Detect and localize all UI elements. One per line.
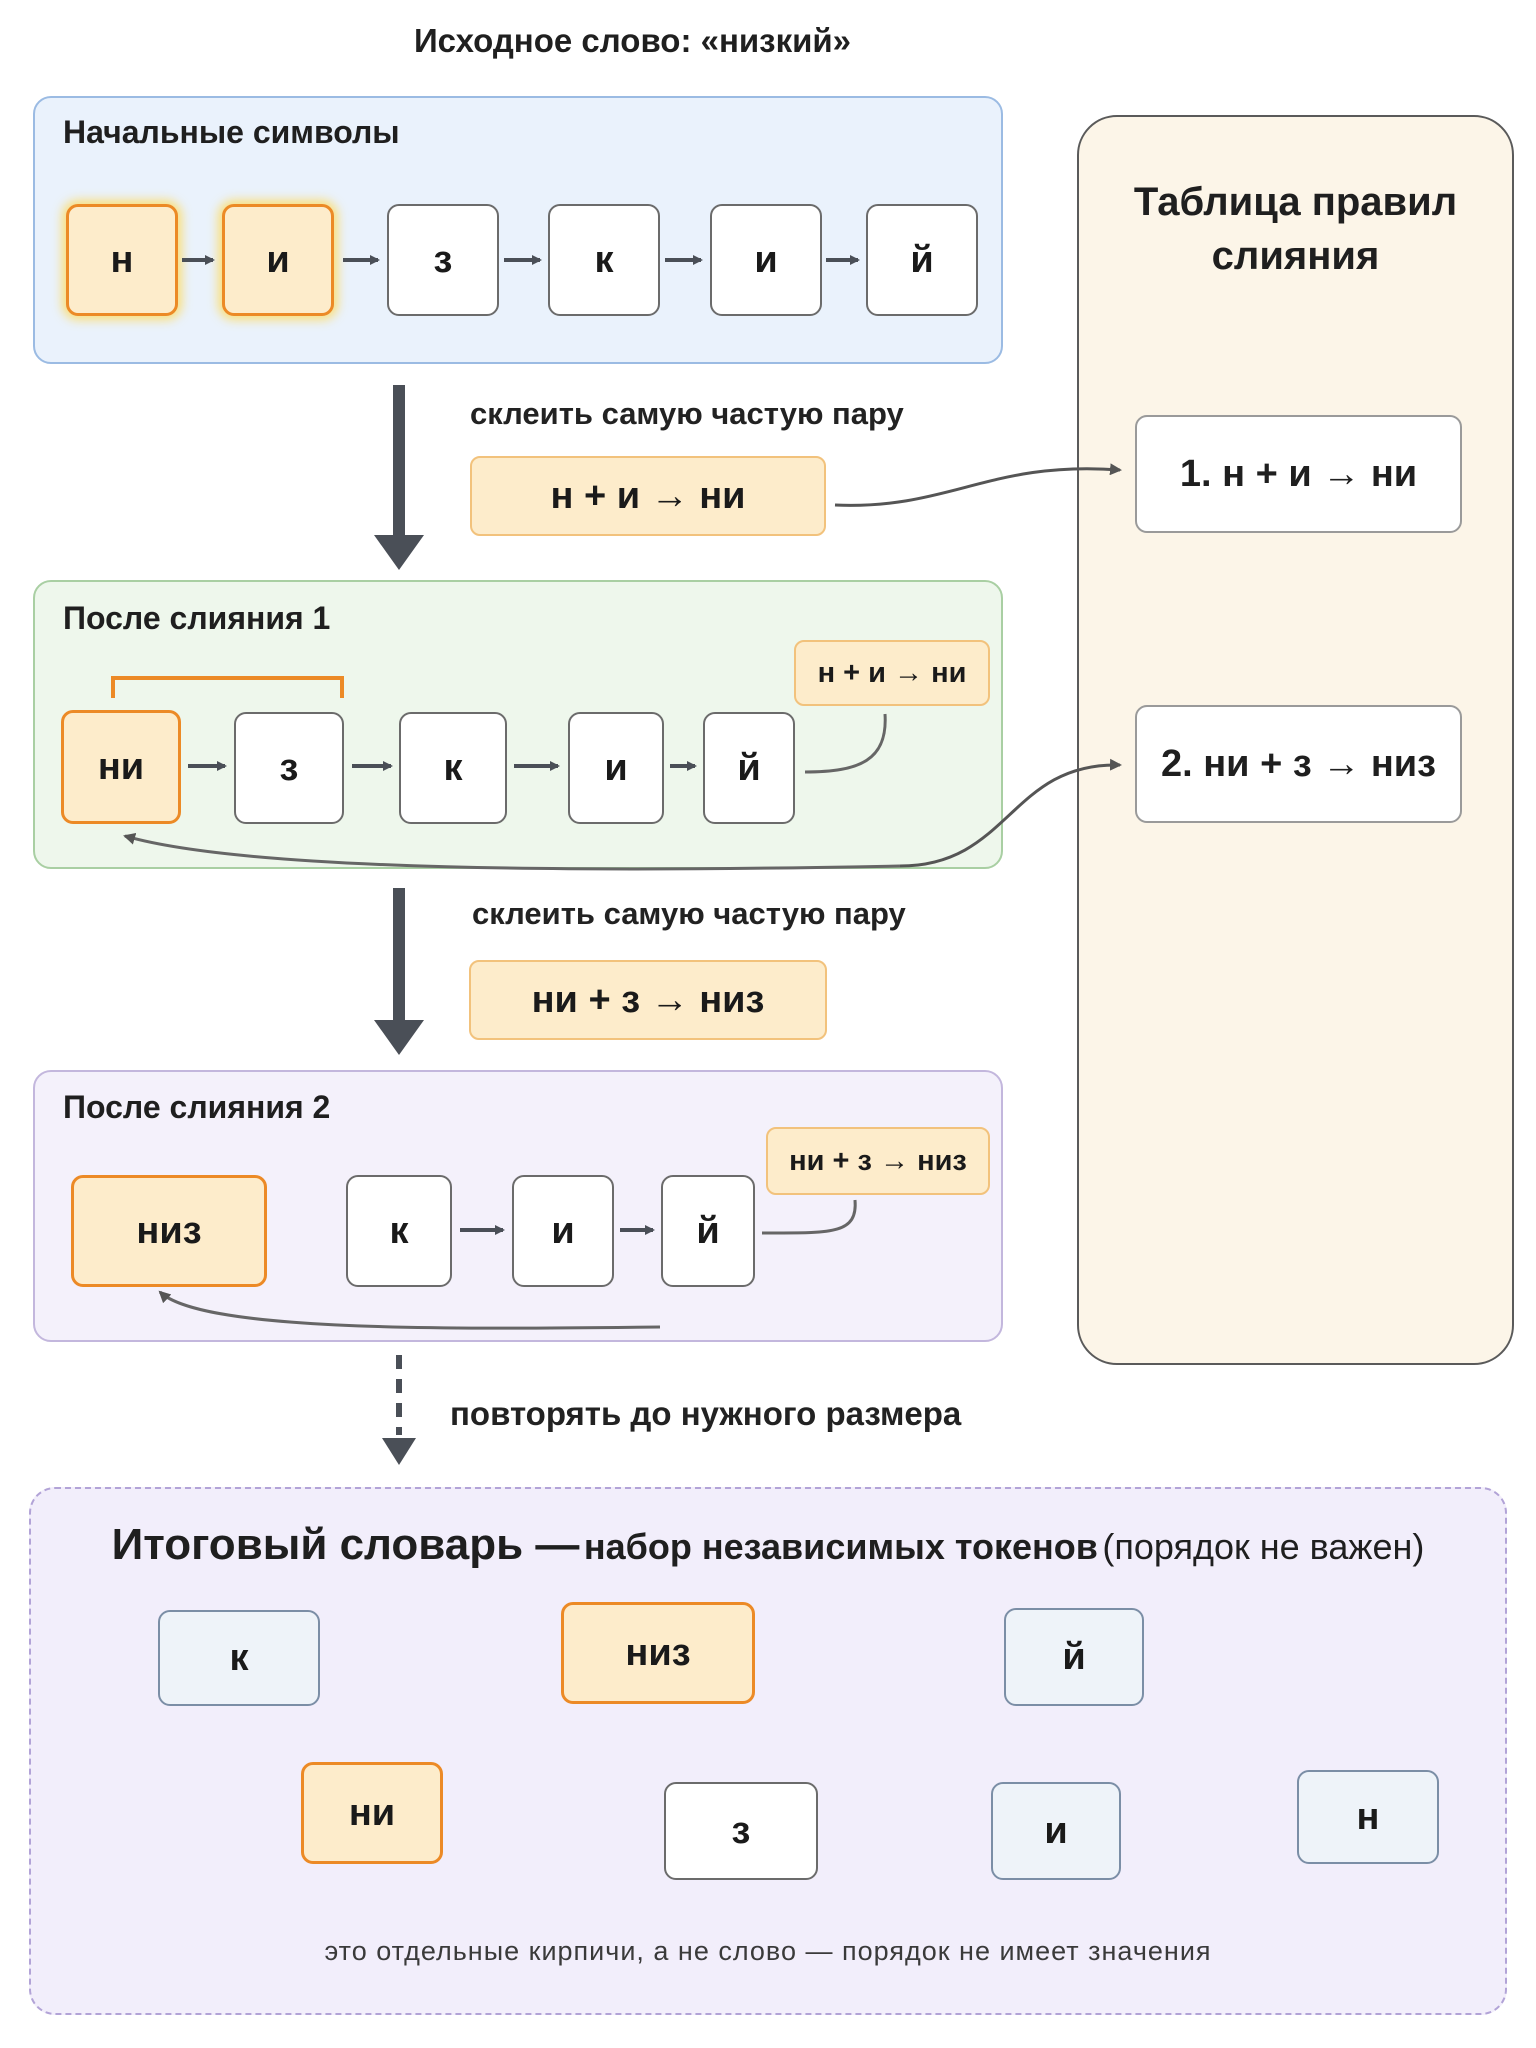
vocab-token-y: й xyxy=(1004,1608,1144,1706)
final-title-main: Итоговый словарь — xyxy=(111,1520,580,1569)
token-n: н xyxy=(66,204,178,316)
token-i: и xyxy=(512,1175,614,1287)
merge-rule-1: н + и → ни xyxy=(470,456,826,536)
vocab-token-n: н xyxy=(1297,1770,1439,1864)
after-merge-2-label: После слияния 2 xyxy=(63,1089,331,1125)
final-title-sub: набор независимых токенов xyxy=(583,1526,1098,1567)
token-k: к xyxy=(548,204,660,316)
merge-caption-1: склеить самую частую пару xyxy=(470,396,904,431)
token-i-2: и xyxy=(710,204,822,316)
rules-table-title: Таблица правил слияния xyxy=(1077,175,1514,283)
after-merge-2-chip: ни + з → низ xyxy=(766,1127,990,1195)
token-i: и xyxy=(222,204,334,316)
repeat-caption: повторять до нужного размера xyxy=(450,1395,962,1432)
down-arrow-2 xyxy=(374,888,424,1055)
page-title: Исходное слово: «низкий» xyxy=(413,22,852,59)
token-y: й xyxy=(661,1175,755,1287)
token-i: и xyxy=(568,712,664,824)
merge-rule-2: ни + з → низ xyxy=(469,960,827,1040)
dashed-down-arrow xyxy=(382,1355,416,1465)
token-y: й xyxy=(866,204,978,316)
token-niz: низ xyxy=(71,1175,267,1287)
token-k: к xyxy=(346,1175,452,1287)
rules-title-line-1: Таблица правил xyxy=(1133,180,1458,224)
final-footnote: это отдельные кирпичи, а не слово — поря… xyxy=(324,1936,1212,1966)
final-title-note: (порядок не важен) xyxy=(1102,1526,1425,1567)
rule-card-1: 1. н + и → ни xyxy=(1135,415,1462,533)
final-vocabulary-panel xyxy=(29,1487,1507,2015)
vocab-token-z: з xyxy=(664,1782,818,1880)
initial-symbols-panel xyxy=(33,96,1003,364)
after-merge-1-label: После слияния 1 xyxy=(63,600,331,636)
vocab-token-ni: ни xyxy=(301,1762,443,1864)
vocab-token-niz: низ xyxy=(561,1602,755,1704)
token-z: з xyxy=(387,204,499,316)
rules-title-line-2: слияния xyxy=(1211,234,1380,278)
vocab-token-i: и xyxy=(991,1782,1121,1880)
token-k: к xyxy=(399,712,507,824)
rule-card-2: 2. ни + з → низ xyxy=(1135,705,1462,823)
token-y: й xyxy=(703,712,795,824)
token-ni: ни xyxy=(61,710,181,824)
down-arrow-1 xyxy=(374,385,424,570)
token-z: з xyxy=(234,712,344,824)
merge-caption-2: склеить самую частую пару xyxy=(472,896,906,931)
vocab-token-k: к xyxy=(158,1610,320,1706)
final-vocabulary-title: Итоговый словарь — набор независимых ток… xyxy=(29,1520,1507,1570)
initial-symbols-label: Начальные символы xyxy=(63,114,400,150)
after-merge-1-chip: н + и → ни xyxy=(794,640,990,706)
